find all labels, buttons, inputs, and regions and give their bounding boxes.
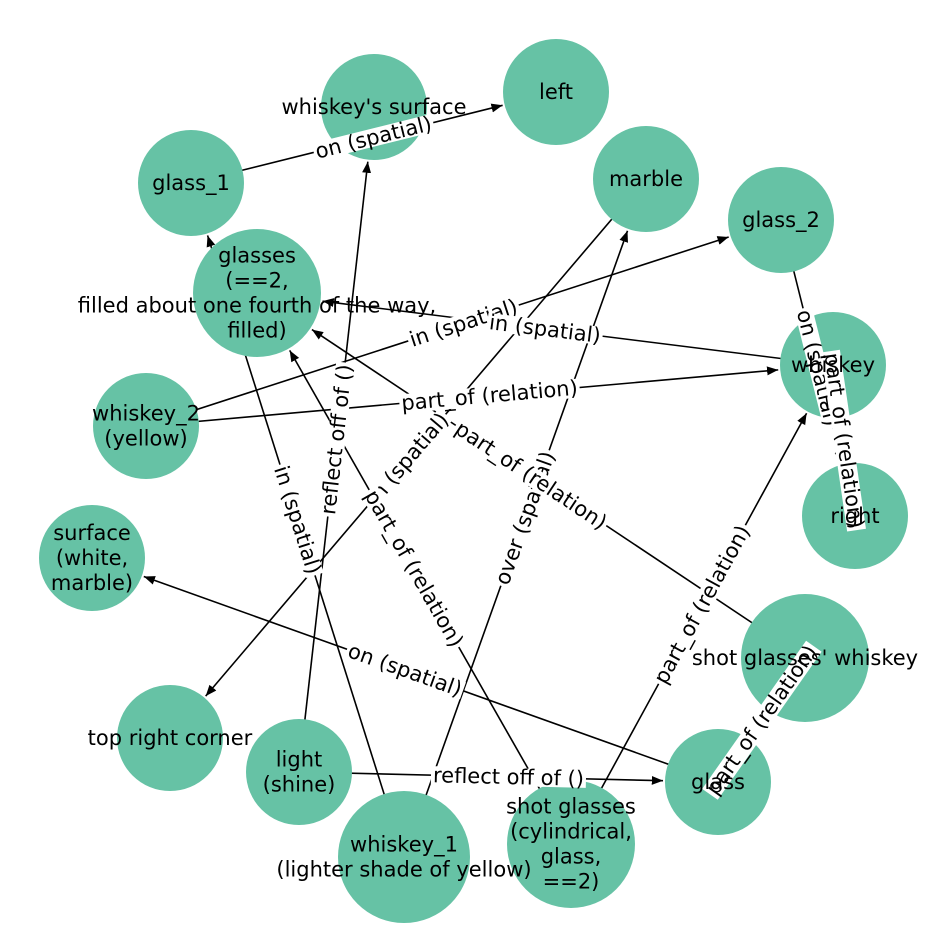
edge-label-background: [311, 113, 436, 162]
edge-label-background: [271, 461, 324, 579]
node-label-line: glass: [691, 770, 745, 794]
node-label-line: whiskey_2: [92, 402, 200, 427]
edge-label-background: [343, 640, 467, 700]
node-label-line: marble: [609, 167, 683, 191]
edge-label-text: reflect off of (): [316, 363, 357, 516]
node-top-right-corner: [117, 685, 223, 791]
node-label-line: shot glasses' whiskey: [692, 646, 918, 670]
edge-label-text: reflect off of (): [433, 763, 585, 791]
node-label-line: right: [830, 504, 879, 528]
edge-label-background: [450, 417, 612, 534]
node-label-line: (white,: [56, 546, 128, 570]
node-label-line: shot glasses: [506, 795, 636, 819]
node-label-line: glass,: [541, 845, 602, 869]
node-glass-1: [138, 130, 244, 236]
node-label-line: ==2): [543, 870, 600, 894]
node-label-line: whiskey: [791, 353, 875, 377]
edge-label-light-to-whiskey_surface: reflect off of (): [316, 361, 357, 518]
node-label-glass-2: glass_2: [742, 208, 820, 233]
edge-label-background: [702, 640, 822, 800]
node-surface: [39, 505, 145, 611]
edge-label-whiskey-to-glasses: in (spatial): [486, 310, 604, 348]
node-label-glass: glass: [691, 770, 745, 794]
edge-label-text: in (spatial): [488, 310, 602, 348]
node-label-shot-glasses-whiskey: shot glasses' whiskey: [692, 646, 918, 670]
node-label-surface: surface(white,marble): [51, 521, 133, 595]
node-label-line: (yellow): [104, 427, 187, 451]
edge-label-background: [363, 408, 453, 509]
node-label-line: (lighter shade of yellow): [276, 858, 531, 882]
node-label-line: (shine): [263, 773, 336, 797]
node-label-line: glass_2: [742, 208, 820, 233]
node-label-whiskey-surface: whiskey's surface: [281, 95, 466, 119]
node-glasses: [193, 229, 321, 357]
node-whiskey-2: [93, 373, 199, 479]
edge-label-background: [360, 485, 467, 653]
node-label-line: whiskey_1: [350, 833, 458, 858]
edge-label-shot_glasses-to-glasses: part_of (relation): [359, 485, 468, 653]
node-label-line: glasses: [218, 244, 296, 268]
node-label-marble: marble: [609, 167, 683, 191]
edge-label-whiskey_2-to-whiskey: part_of (relation): [398, 376, 581, 417]
node-label-left: left: [539, 80, 573, 104]
edge-label-background: [405, 296, 522, 350]
node-labels-layer: whiskey's surface left marble glass_2whiske…: [51, 80, 918, 894]
edge-label-background: [318, 361, 355, 518]
edge-label-background: [821, 349, 866, 532]
node-label-top-right-corner: top right corner: [88, 726, 253, 750]
node-label-shot-glasses: shot glasses(cylindrical,glass,==2): [506, 795, 636, 894]
node-marble: [593, 126, 699, 232]
node-label-line: surface: [53, 521, 131, 545]
node-label-line: (==2,: [225, 269, 288, 293]
node-label-line: glass_1: [152, 171, 230, 196]
node-label-whiskey: whiskey: [791, 353, 875, 377]
node-label-line: whiskey's surface: [281, 95, 466, 119]
node-label-whiskey-2: whiskey_2(yellow): [92, 402, 200, 451]
edge-label-light-to-glass: reflect off of (): [430, 763, 587, 791]
node-label-whiskey-1: whiskey_1(lighter shade of yellow): [276, 833, 531, 882]
node-whiskey-1: [338, 791, 470, 923]
edge-label-text: part_of (relation): [400, 376, 578, 417]
node-label-light: light(shine): [263, 748, 336, 797]
node-glass-2: [728, 167, 834, 273]
node-label-glass-1: glass_1: [152, 171, 230, 196]
node-label-right: right: [830, 504, 879, 528]
edge-label-background: [430, 766, 587, 788]
node-label-glasses: glasses(==2,filled about one fourth of t…: [78, 244, 436, 343]
node-label-line: light: [276, 748, 323, 772]
edge-label-background: [650, 520, 755, 689]
edge-label-whiskey_1-to-glass_1: in (spatial): [269, 461, 326, 579]
edge-label-background: [486, 312, 604, 346]
edge-label-text: in (spatial): [269, 463, 326, 577]
node-left: [503, 39, 609, 145]
node-label-line: filled): [227, 319, 286, 343]
node-light: [246, 719, 352, 825]
node-label-line: (cylindrical,: [510, 820, 632, 844]
edge-label-text: part_of (relation): [359, 486, 468, 652]
node-label-line: left: [539, 80, 573, 104]
node-label-line: marble): [51, 571, 133, 595]
edge-label-background: [398, 378, 581, 414]
node-shot-glasses: [507, 780, 635, 908]
node-label-line: top right corner: [88, 726, 253, 750]
node-label-line: filled about one fourth of the way,: [78, 294, 436, 318]
